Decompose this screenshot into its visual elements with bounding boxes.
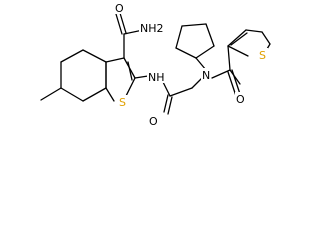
- atom-label-thiophene-s: S: [259, 49, 266, 62]
- thiophene-carbonyl: [211, 45, 241, 97]
- atom-label-linker-nh: NH: [148, 71, 165, 84]
- atom-label-nh2: NH2: [140, 22, 164, 35]
- cyclohexene-ring: [60, 49, 107, 102]
- atom-label-ring-s: S: [119, 96, 126, 109]
- cyclopentyl-ring: [175, 23, 215, 71]
- molecule-structure: NH2 O S NH O N O S: [40, 1, 271, 128]
- linker-chain: [134, 75, 203, 115]
- atom-label-carbonyl-o-left: O: [149, 115, 158, 128]
- molecule-svg: NH2 O S NH O N O S: [40, 1, 271, 128]
- atom-label-carbonyl-o-right: O: [236, 93, 245, 106]
- atom-label-amide-o: O: [115, 2, 124, 15]
- carboxamide-group: [115, 12, 144, 59]
- fused-thiophene-ring: [105, 57, 136, 102]
- methyl-bond: [40, 87, 62, 101]
- atom-label-amide-n: N: [202, 69, 210, 82]
